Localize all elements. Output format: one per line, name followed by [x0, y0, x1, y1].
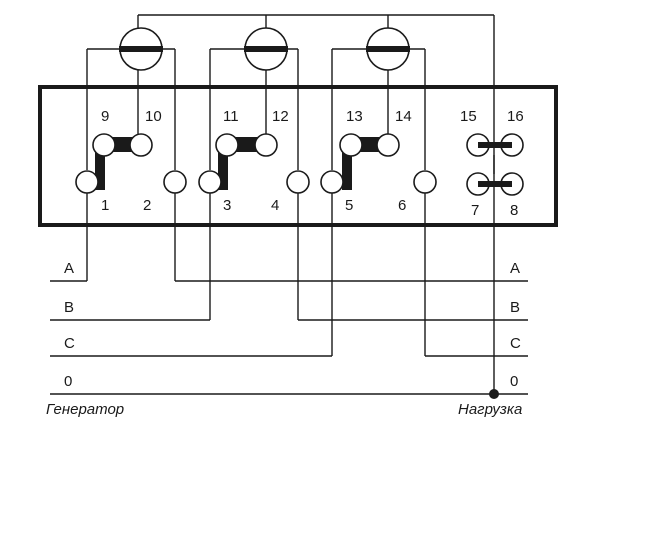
label-3: 3: [223, 197, 231, 214]
label-2: 2: [143, 197, 151, 214]
terminal-13: [339, 133, 363, 157]
coil-1: [86, 27, 176, 170]
label-5: 5: [345, 197, 353, 214]
terminal-4: [286, 170, 310, 194]
terminal-11: [215, 133, 239, 157]
label-6: 6: [398, 197, 406, 214]
terminal-6: [413, 170, 437, 194]
generator-label: Генератор: [46, 401, 124, 418]
label-10: 10: [145, 108, 162, 125]
terminal-2: [163, 170, 187, 194]
terminal-10: [129, 133, 153, 157]
line-a-right: A: [510, 260, 520, 277]
line-zero-left: 0: [64, 373, 72, 390]
label-15: 15: [460, 108, 477, 125]
load-label: Нагрузка: [458, 401, 522, 418]
lower-terminals: [75, 170, 524, 196]
label-9: 9: [101, 108, 109, 125]
line-wiring: [50, 193, 528, 399]
terminal-3: [198, 170, 222, 194]
line-labels-left: A B C 0: [64, 260, 75, 390]
neutral-bus-wiring: [137, 14, 495, 390]
label-13: 13: [346, 108, 363, 125]
coil-3: [331, 27, 426, 170]
line-b-right: B: [510, 299, 520, 316]
line-b-left: B: [64, 299, 74, 316]
label-8: 8: [510, 202, 518, 219]
line-c-right: C: [510, 335, 521, 352]
line-c-left: C: [64, 335, 75, 352]
label-16: 16: [507, 108, 524, 125]
terminal-14: [376, 133, 400, 157]
terminal-12: [254, 133, 278, 157]
line-zero-right: 0: [510, 373, 518, 390]
terminal-9: [92, 133, 116, 157]
terminal-1: [75, 170, 99, 194]
upper-terminals: [92, 133, 524, 157]
terminal-5: [320, 170, 344, 194]
coil-2: [209, 27, 299, 170]
label-14: 14: [395, 108, 412, 125]
terminal-numbers: 9 10 11 12 13 14 15 16 1 2 3 4 5 6 7 8: [101, 108, 524, 219]
label-11: 11: [223, 108, 239, 125]
label-4: 4: [271, 197, 279, 214]
line-a-left: A: [64, 260, 74, 277]
label-12: 12: [272, 108, 289, 125]
label-7: 7: [471, 202, 479, 219]
line-labels-right: A B C 0: [510, 260, 521, 390]
label-1: 1: [101, 197, 109, 214]
